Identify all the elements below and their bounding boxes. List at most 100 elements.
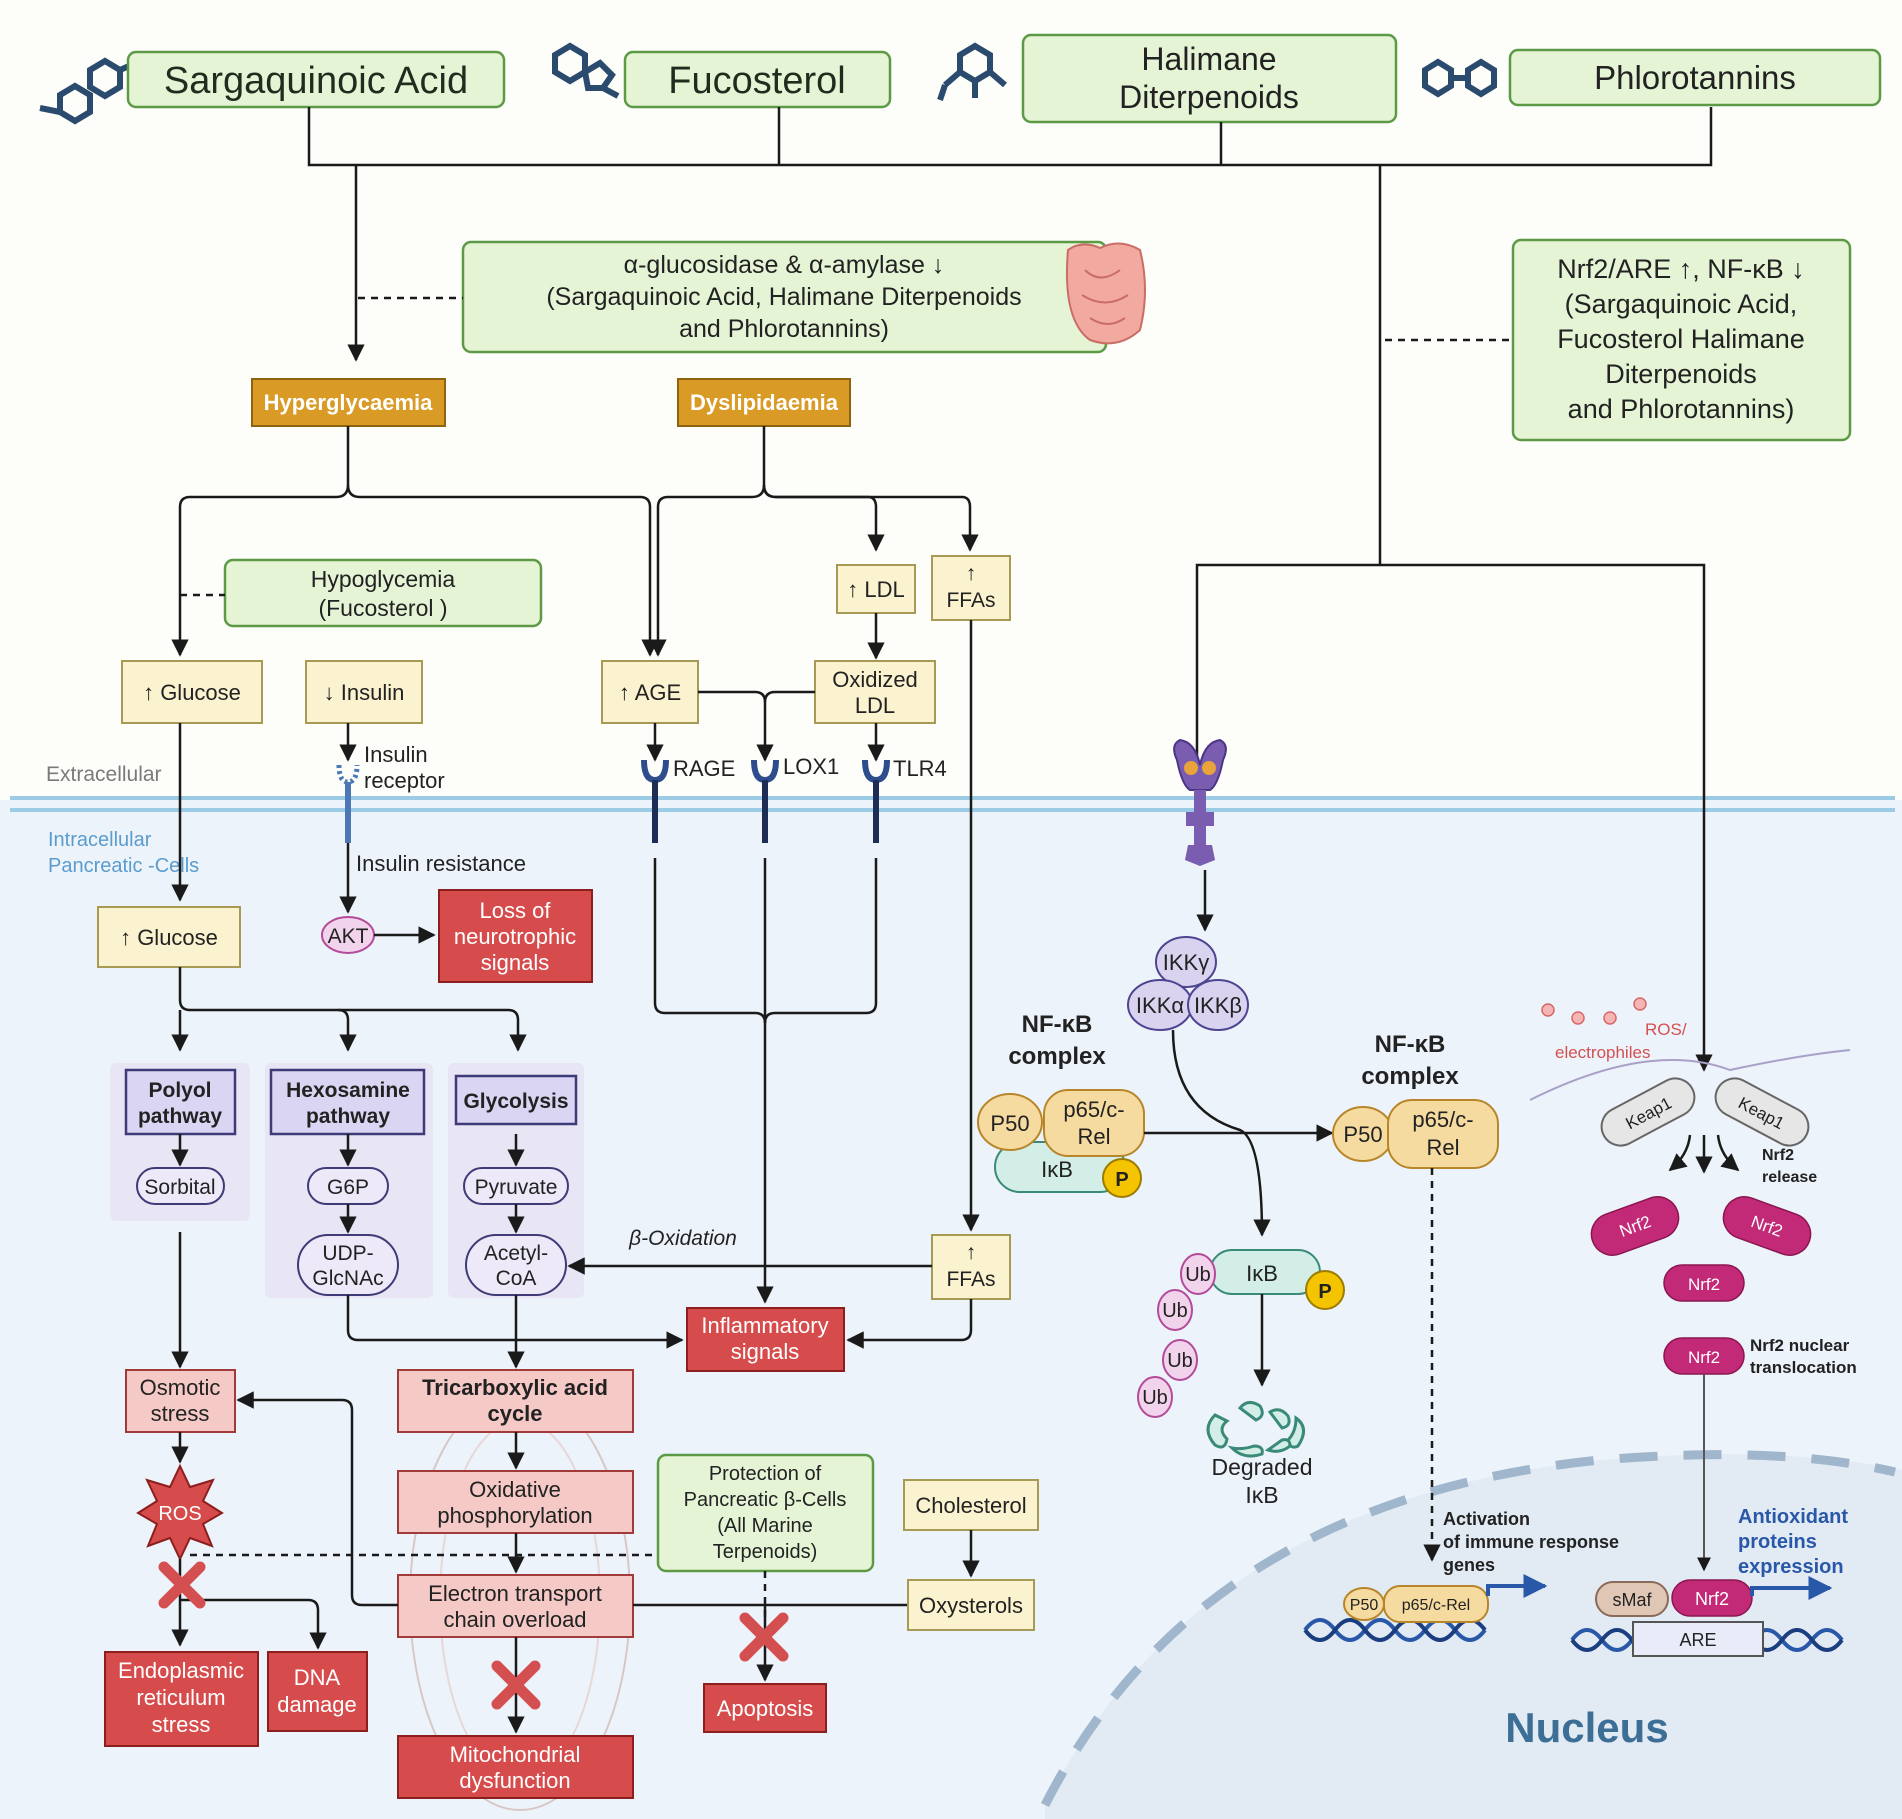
insulin-label: ↓ Insulin bbox=[324, 680, 405, 705]
nfkb-complex2-title-1: NF-κB bbox=[1375, 1031, 1446, 1058]
nrf2-release-line1: Nrf2 bbox=[1762, 1147, 1794, 1164]
compound-halimane-label-2: Diterpenoids bbox=[1119, 79, 1299, 115]
polyol-line1: Polyol bbox=[148, 1079, 211, 1102]
udp-line1: UDP- bbox=[322, 1242, 373, 1265]
mito-block-x-icon bbox=[491, 1660, 541, 1710]
loss-line1: Loss of bbox=[480, 898, 552, 923]
p65-node bbox=[1043, 1089, 1145, 1157]
insulin-receptor-line1: Insulin bbox=[364, 742, 428, 767]
cholesterol-label: Cholesterol bbox=[915, 1493, 1026, 1518]
loss-line3: signals bbox=[481, 950, 549, 975]
extracellular-label: Extracellular bbox=[46, 763, 162, 786]
rage-receptor-icon bbox=[641, 759, 669, 843]
etc-line1: Electron transport bbox=[428, 1581, 602, 1606]
hexosamine-line1: Hexosamine bbox=[286, 1079, 410, 1102]
p65-dna-label: p65/c-Rel bbox=[1402, 1597, 1470, 1614]
glucose-extracellular-label: ↑ Glucose bbox=[143, 680, 241, 705]
beta-oxidation-label: β-Oxidation bbox=[628, 1227, 737, 1250]
osmotic-line2: stress bbox=[151, 1401, 210, 1426]
ikb-inhibitor-label: IκB bbox=[1041, 1157, 1073, 1182]
membrane-line-inner bbox=[10, 808, 1895, 812]
nrf2-box-line3: Fucosterol Halimane bbox=[1557, 324, 1805, 354]
apoptosis-block-x-icon bbox=[739, 1612, 789, 1662]
age-box bbox=[601, 660, 699, 724]
rage-label: RAGE bbox=[673, 756, 735, 781]
tlr-receptor-icon bbox=[1173, 738, 1227, 866]
translocation-line2: translocation bbox=[1750, 1358, 1857, 1377]
nrf2-bound bbox=[1671, 1579, 1753, 1617]
compound-sargaquinoic-label: Sargaquinoic Acid bbox=[164, 60, 468, 102]
acetyl-line2: CoA bbox=[496, 1267, 537, 1290]
nuclear-envelope bbox=[1040, 1450, 1897, 1808]
ros-particles-icon bbox=[1541, 997, 1647, 1025]
activation-line2: of immune response bbox=[1443, 1532, 1619, 1552]
hexosamine-line2: pathway bbox=[306, 1105, 390, 1128]
p50-dna-label: P50 bbox=[1350, 1597, 1379, 1614]
compound-phlorotannins-box bbox=[1508, 48, 1882, 107]
osmotic-stress-box bbox=[125, 1369, 236, 1433]
nucleus-label: Nucleus bbox=[1505, 1704, 1668, 1751]
compounds-bracket bbox=[307, 107, 1713, 167]
udp-line2: GlcNAc bbox=[312, 1267, 383, 1290]
transcription-arrow-nrf2 bbox=[1750, 1576, 1833, 1600]
p65-line2: Rel bbox=[1077, 1124, 1110, 1149]
oxysterols-label: Oxysterols bbox=[919, 1593, 1023, 1618]
activation-line1: Activation bbox=[1443, 1509, 1530, 1529]
ikkg-node bbox=[1155, 936, 1217, 988]
ikb-ubiquitinated-label: IκB bbox=[1246, 1261, 1278, 1286]
glucose-intracellular-box bbox=[97, 906, 241, 968]
oxphos-box bbox=[397, 1470, 634, 1534]
dyslipidaemia-label: Dyslipidaemia bbox=[690, 390, 839, 415]
nrf2-box-line4: Diterpenoids bbox=[1605, 359, 1757, 389]
compound-halimane-box bbox=[1021, 33, 1398, 124]
phospho-label-1: P bbox=[1115, 1169, 1128, 1191]
inhibit-line-tlr bbox=[1195, 563, 1380, 765]
ros-electrophiles-line2: electrophiles bbox=[1555, 1043, 1650, 1062]
glycolysis-label: Glycolysis bbox=[463, 1090, 568, 1113]
phospho-label-2: P bbox=[1318, 1281, 1331, 1303]
smaf-node bbox=[1595, 1581, 1669, 1617]
nrf2-box-line5: and Phlorotannins) bbox=[1568, 394, 1795, 424]
etc-line2: chain overload bbox=[443, 1607, 586, 1632]
p50-label: P50 bbox=[990, 1111, 1029, 1136]
er-line3: stress bbox=[152, 1712, 211, 1737]
lox1-label: LOX1 bbox=[783, 754, 839, 779]
activation-line3: genes bbox=[1443, 1555, 1495, 1575]
antioxidant-line3: expression bbox=[1738, 1556, 1844, 1578]
glucose-intracellular-label: ↑ Glucose bbox=[120, 925, 218, 950]
oxphos-line2: phosphorylation bbox=[437, 1503, 592, 1528]
glucose-extracellular-box bbox=[121, 660, 263, 724]
oxphos-line1: Oxidative bbox=[469, 1477, 561, 1502]
compound-halimane-label-1: Halimane bbox=[1141, 41, 1276, 77]
p50-node bbox=[977, 1093, 1043, 1151]
er-stress-box bbox=[104, 1651, 259, 1747]
nrf2-box-line2: (Sargaquinoic Acid, bbox=[1565, 289, 1798, 319]
ikkb-node bbox=[1187, 979, 1249, 1031]
insulin-receptor-icon bbox=[336, 764, 360, 843]
ubiquitin-2 bbox=[1157, 1289, 1193, 1331]
osmotic-line1: Osmotic bbox=[140, 1375, 221, 1400]
membrane-line-outer bbox=[10, 796, 1895, 800]
enzyme-box-line1: α-glucosidase & α-amylase ↓ bbox=[624, 251, 945, 279]
loss-neurotrophic-box bbox=[438, 889, 593, 983]
nrf2-center bbox=[1663, 1264, 1745, 1302]
tlr4-label: TLR4 bbox=[893, 756, 947, 781]
age-label: ↑ AGE bbox=[619, 680, 681, 705]
cholesterol-box bbox=[903, 1479, 1039, 1531]
hypoglycemia-line2: (Fucosterol ) bbox=[318, 595, 447, 621]
oxidized-ldl-box bbox=[814, 660, 936, 724]
ikkg-label: IKKγ bbox=[1163, 950, 1209, 975]
translocation-line1: Nrf2 nuclear bbox=[1750, 1336, 1850, 1355]
akt-label: AKT bbox=[328, 925, 369, 948]
fucosterol-molecule-icon bbox=[552, 42, 620, 99]
phospho-node-1 bbox=[1102, 1158, 1142, 1198]
ubiquitin-label-3: Ub bbox=[1167, 1350, 1193, 1372]
nucleus-region bbox=[1045, 1454, 1902, 1819]
tca-line2: cycle bbox=[487, 1401, 542, 1426]
enzyme-box-line2: (Sargaquinoic Acid, Halimane Diterpenoid… bbox=[546, 283, 1021, 311]
protection-line4: Terpenoids) bbox=[713, 1541, 818, 1563]
oxidized-ldl-line1: Oxidized bbox=[832, 667, 918, 692]
hyperglycaemia-box bbox=[251, 378, 446, 427]
ubiquitin-label-4: Ub bbox=[1142, 1387, 1168, 1409]
